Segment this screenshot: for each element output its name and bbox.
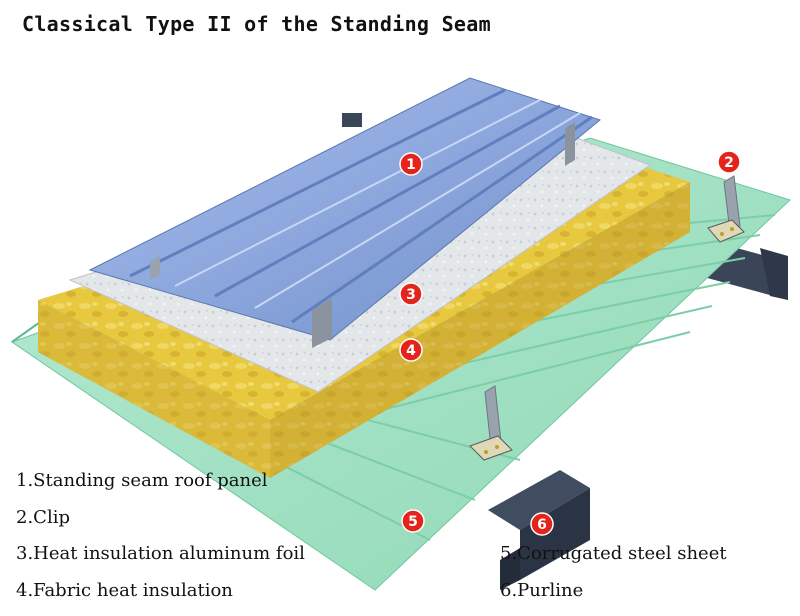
clip-upper xyxy=(707,175,745,243)
marker-4-badge: 4 xyxy=(399,338,423,362)
marker-2-circle xyxy=(717,150,741,174)
legend-item-fabric-insulation: 4.Fabric heat insulation xyxy=(16,580,233,601)
marker-3-circle xyxy=(399,282,423,306)
marker-2-badge: 2 xyxy=(717,150,741,174)
marker-5-circle xyxy=(401,509,425,533)
marker-3: 3 xyxy=(406,287,416,303)
marker-1-circle xyxy=(399,152,423,176)
legend-item-purlin: 6.Purline xyxy=(500,580,584,601)
marker-6: 6 xyxy=(537,517,547,533)
marker-4-circle xyxy=(399,338,423,362)
marker-1-badge: 1 xyxy=(399,152,423,176)
legend-item-roof-panel: 1.Standing seam roof panel xyxy=(16,470,268,491)
marker-5-badge: 5 xyxy=(401,509,425,533)
legend-item-aluminum-foil: 3.Heat insulation aluminum foil xyxy=(16,543,305,564)
standing-seam-roof-panel xyxy=(88,77,602,348)
diagram-title: Classical Type II of the Standing Seam xyxy=(22,12,491,36)
marker-6-badge: 6 xyxy=(530,512,554,536)
legend-item-clip: 2.Clip xyxy=(16,507,70,528)
marker-1: 1 xyxy=(406,157,416,173)
marker-2: 2 xyxy=(724,155,734,171)
purlin-front xyxy=(488,470,590,590)
marker-4: 4 xyxy=(406,343,416,359)
clip-lower xyxy=(469,385,513,461)
marker-3-badge: 3 xyxy=(399,282,423,306)
marker-5: 5 xyxy=(408,514,418,530)
legend-item-steel-sheet: 5.Corrugated steel sheet xyxy=(500,543,727,564)
marker-6-circle xyxy=(530,512,554,536)
